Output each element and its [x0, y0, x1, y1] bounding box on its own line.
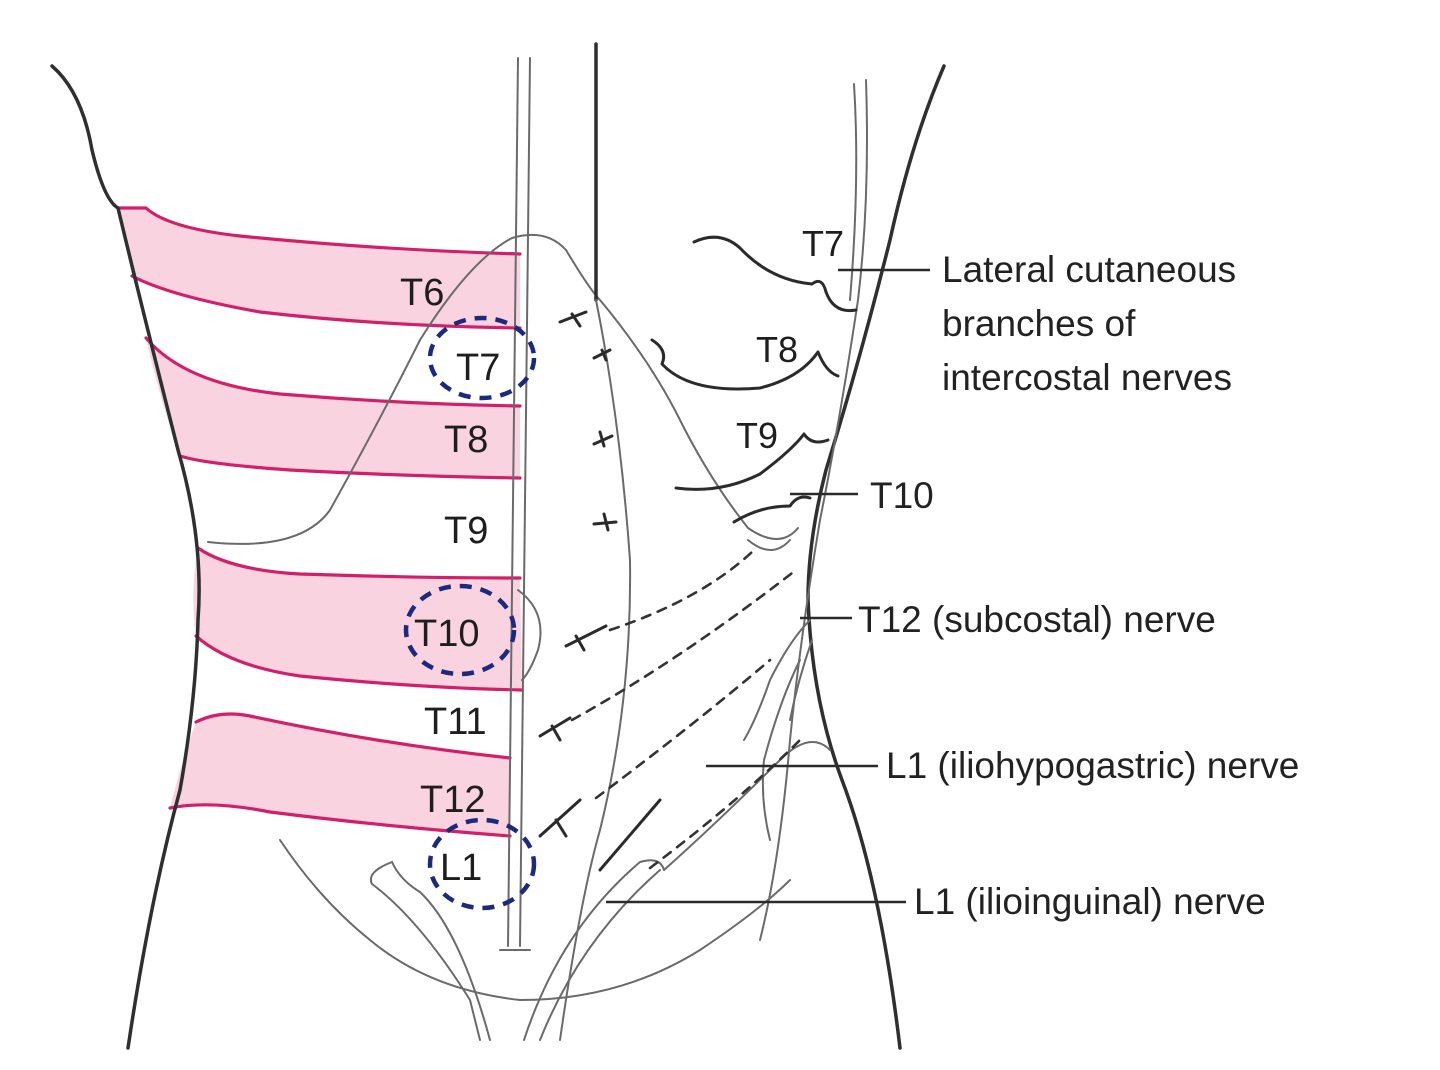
highlight-circles	[403, 315, 537, 911]
rectus-lateral-edge	[559, 299, 632, 1041]
left-body-contour	[50, 64, 201, 1050]
dermatome-band-t8	[146, 338, 520, 478]
anterior-branch-6	[538, 716, 572, 742]
anterior-branch-7	[538, 798, 582, 838]
callout-lateral-cutaneous-line1: Lateral cutaneous	[942, 249, 1236, 290]
dermatome-boundary-8	[168, 803, 512, 838]
costal-margin-outline	[207, 234, 799, 545]
anterior-branch-5	[564, 624, 608, 652]
dashed-nerve-l1-iliohypogastric	[594, 658, 772, 800]
nerve-label-t8: T8	[756, 329, 798, 370]
dermatome-band-t6	[118, 208, 520, 328]
nerve-label-t9: T9	[736, 415, 778, 456]
dermatome-bands	[118, 208, 522, 836]
spermatic-cord-right	[539, 869, 661, 1041]
dermatome-band-t10	[193, 548, 522, 690]
callout-t10: T10	[870, 475, 934, 516]
dermatome-label-group: T6 T7 T8 T9 T10 T11 T12 L1	[400, 272, 500, 889]
dermatome-boundary-5	[196, 546, 522, 580]
dermatome-label-t10: T10	[414, 613, 479, 655]
groin-lower-contour	[279, 839, 791, 1001]
highlight-circle-t10	[403, 583, 517, 677]
anterior-branch-4	[592, 512, 618, 532]
linea-alba-right	[519, 57, 531, 947]
highlight-circle-t7	[427, 315, 537, 401]
dermatome-band-t12	[170, 714, 510, 836]
dermatome-label-t7: T7	[456, 347, 500, 389]
dermatome-boundary-6	[194, 634, 524, 692]
spermatic-cord-left	[523, 859, 665, 1041]
leader-lines	[606, 268, 930, 904]
nerve-label-t7: T7	[802, 223, 844, 264]
dermatome-boundary-7	[194, 712, 512, 760]
callout-l1-ilioinguinal: L1 (ilioinguinal) nerve	[914, 881, 1266, 922]
dermatome-label-t12: T12	[420, 779, 485, 821]
dermatome-boundaries	[116, 206, 524, 838]
linea-alba-left	[507, 57, 519, 947]
callout-t12-subcostal: T12 (subcostal) nerve	[858, 599, 1216, 640]
callout-labels: Lateral cutaneous branches of intercosta…	[858, 249, 1299, 922]
highlight-circle-l1	[427, 817, 537, 911]
groin-fold-right	[663, 741, 831, 871]
right-lateral-line	[759, 79, 868, 941]
dashed-nerve-t12	[570, 568, 798, 722]
dashed-nerve-l1-ilioinguinal	[648, 738, 802, 870]
nerve-number-labels: T7 T8 T9	[736, 223, 844, 456]
nerve-t7	[692, 235, 858, 313]
dermatome-label-l1: L1	[440, 847, 482, 889]
callout-lateral-cutaneous-line2: branches of	[942, 303, 1136, 344]
torso-outline	[50, 64, 946, 1050]
nerve-t9	[674, 432, 830, 491]
callout-lateral-cutaneous-line3: intercostal nerves	[942, 357, 1232, 398]
dermatome-label-t11: T11	[424, 701, 487, 743]
right-body-contour	[806, 64, 946, 1050]
callout-l1-iliohypogastric: L1 (iliohypogastric) nerve	[886, 745, 1299, 786]
anterior-cutaneous-branches	[538, 310, 662, 872]
anterior-branch-8	[598, 798, 662, 872]
umbilicus	[517, 589, 542, 681]
dermatome-label-t8: T8	[444, 419, 488, 461]
left-inguinal-curve	[370, 861, 481, 1041]
nerve-t12-branches	[743, 619, 813, 841]
dermatome-boundary-1	[116, 206, 522, 256]
right-lateral-line-2	[849, 83, 858, 301]
dermatome-label-t9: T9	[444, 510, 488, 552]
dermatome-boundary-3	[144, 336, 522, 408]
dashed-nerve-t11	[608, 550, 754, 632]
midline-structures	[499, 42, 868, 1041]
dermatome-boundary-2	[130, 274, 522, 330]
intercostal-nerves	[650, 235, 858, 841]
nerve-t10-branch	[747, 539, 791, 551]
anterior-branch-3	[592, 430, 614, 448]
dermatome-boundary-4	[178, 454, 522, 480]
anterior-branch-2	[592, 348, 612, 362]
dashed-nerve-courses	[570, 550, 802, 870]
nerve-t10	[732, 495, 812, 524]
nerve-t8	[650, 338, 840, 391]
left-inguinal-curve-inner	[391, 861, 491, 1041]
dermatome-label-t6: T6	[400, 272, 444, 314]
anterior-branch-1	[558, 310, 588, 328]
